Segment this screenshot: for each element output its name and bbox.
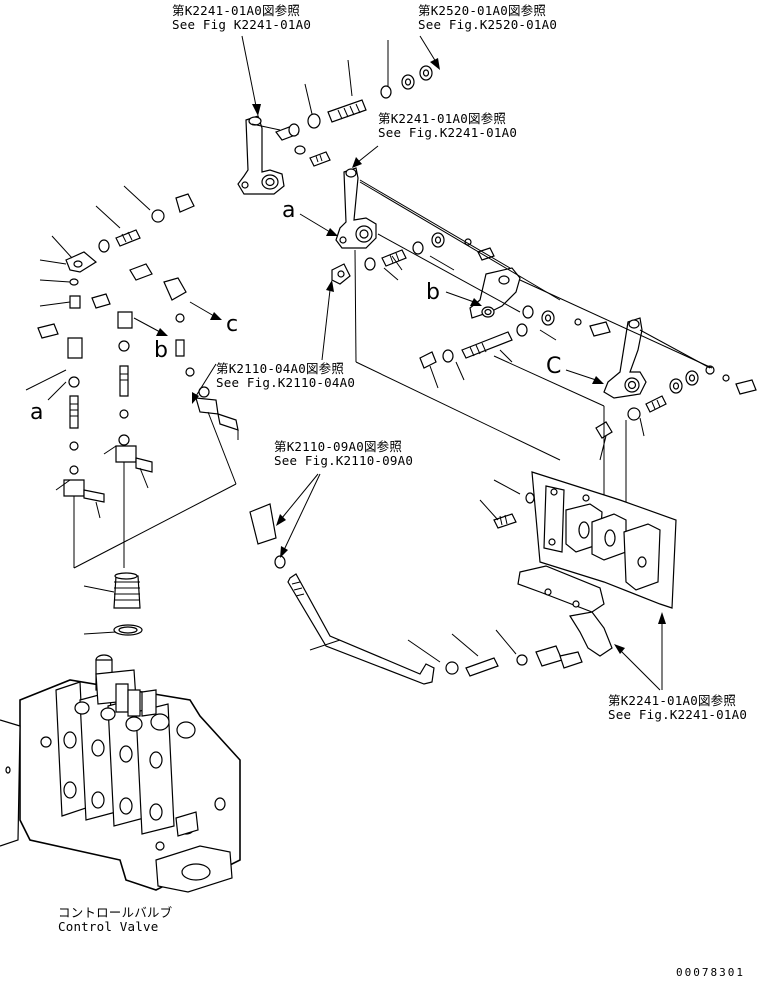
control-valve-label-en: Control Valve <box>58 919 159 934</box>
reference-jp: 第K2110-04A0図参照 <box>216 361 345 376</box>
reference-label-k2241-top: 第K2241-01A0図参照 See Fig K2241-01A0 <box>172 4 311 32</box>
reference-label-k2241-mid: 第K2241-01A0図参照 See Fig.K2241-01A0 <box>378 112 517 140</box>
reference-jp: 第K2241-01A0図参照 <box>378 111 507 126</box>
reference-en: See Fig.K2110-09A0 <box>274 453 414 468</box>
reference-label-k2241-bottom: 第K2241-01A0図参照 See Fig.K2241-01A0 <box>608 694 747 722</box>
reference-en: See Fig.K2241-01A0 <box>608 707 748 722</box>
lever-b <box>469 267 611 337</box>
callout-c-left: c <box>226 312 239 337</box>
assembly-lines <box>251 123 713 540</box>
lever-c <box>595 317 757 439</box>
callout-c-right: C <box>546 354 562 379</box>
reference-en: See Fig.K2241-01A0 <box>378 125 518 140</box>
callout-a-upper: a <box>282 198 296 223</box>
reference-label-k2110-09: 第K2110-09A0図参照 See Fig.K2110-09A0 <box>274 440 413 468</box>
upper-lever-left <box>237 115 285 195</box>
reference-en: See Fig.K2520-01A0 <box>418 17 558 32</box>
rubber-boot <box>113 572 143 636</box>
reference-label-k2110-04: 第K2110-04A0図参照 See Fig.K2110-04A0 <box>216 362 355 390</box>
control-valve-label: コントロールバルブ Control Valve <box>58 906 172 934</box>
callout-b-left: b <box>154 338 168 363</box>
callout-b-upper: b <box>426 280 440 305</box>
reference-jp: 第K2110-09A0図参照 <box>274 439 403 454</box>
left-linkage <box>37 193 239 503</box>
bracket-base <box>517 565 613 657</box>
reference-jp: 第K2520-01A0図参照 <box>418 3 547 18</box>
left-linkage-lines <box>73 411 237 569</box>
leader-lines <box>25 35 666 691</box>
reference-en: See Fig.K2110-04A0 <box>216 375 356 390</box>
callout-a-left: a <box>30 400 44 425</box>
reference-jp: 第K2241-01A0図参照 <box>608 693 737 708</box>
control-valve-label-jp: コントロールバルブ <box>58 905 173 920</box>
upper-bolt-row <box>275 65 433 167</box>
control-valve <box>0 654 241 893</box>
bracket-plate <box>493 471 677 609</box>
reference-label-k2520: 第K2520-01A0図参照 See Fig.K2520-01A0 <box>418 4 557 32</box>
reference-en: See Fig K2241-01A0 <box>172 17 312 32</box>
center-lever-a <box>335 167 377 249</box>
control-rod <box>249 503 583 685</box>
document-id: 00078301 <box>676 966 745 979</box>
reference-jp: 第K2241-01A0図参照 <box>172 3 301 18</box>
rod-b-row <box>419 323 528 369</box>
